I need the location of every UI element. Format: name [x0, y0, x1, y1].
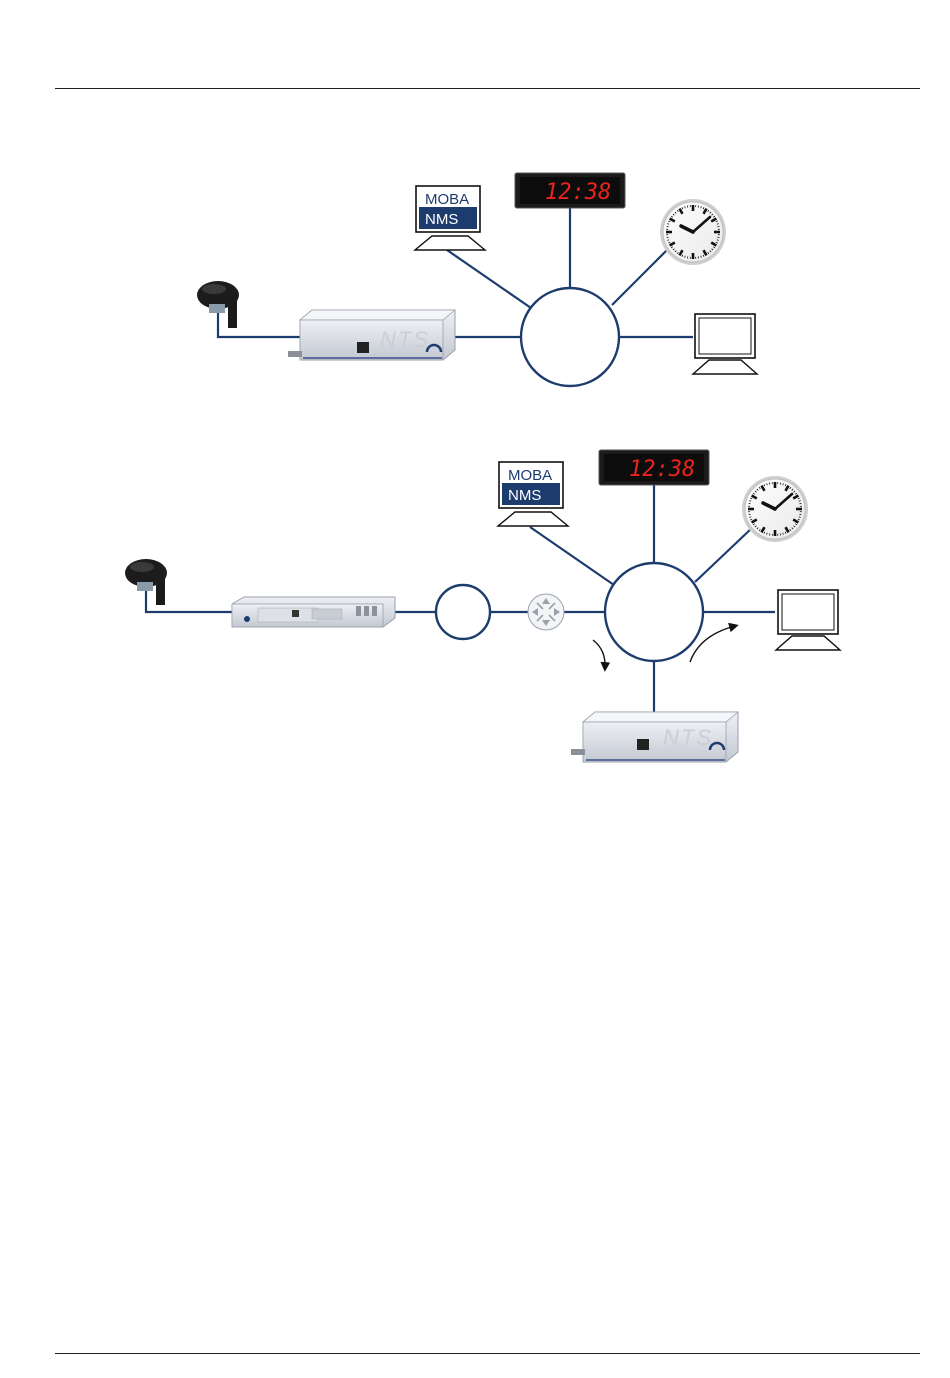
- arrow-down-icon: [593, 640, 605, 668]
- nts-device-2: NTS: [571, 712, 738, 762]
- digital-clock-time-2: 12:38: [629, 457, 695, 482]
- digital-clock: 12:38: [515, 173, 625, 208]
- moba-label: MOBA: [425, 191, 469, 208]
- pc-monitor: [693, 314, 757, 374]
- moba-link-2: [530, 527, 614, 585]
- analog-clock-link-2: [695, 527, 753, 582]
- nms-label: NMS: [425, 211, 458, 228]
- rack-time-server: [232, 597, 395, 627]
- network-hub-2: [605, 563, 703, 661]
- analog-clock-2: [742, 476, 808, 542]
- analog-clock: [660, 199, 726, 265]
- moba-link: [447, 250, 531, 308]
- network-hub: [521, 288, 619, 386]
- nts-label-2: NTS: [663, 725, 713, 750]
- moba-label-2: MOBA: [508, 467, 552, 484]
- digital-clock-time: 12:38: [545, 180, 611, 205]
- digital-clock-2: 12:38: [599, 450, 709, 485]
- diagram-2: MOBA NMS 12:38: [125, 450, 840, 762]
- moba-nms-monitor: MOBA NMS: [415, 186, 485, 250]
- nts-label: NTS: [380, 327, 430, 352]
- nts-device: NTS: [288, 310, 455, 360]
- diagram-1: NTS MOBA NMS 12:38: [197, 173, 757, 386]
- analog-clock-link: [612, 250, 667, 305]
- pc-monitor-2: [776, 590, 840, 650]
- router-icon: [528, 594, 564, 630]
- moba-nms-monitor-2: MOBA NMS: [498, 462, 568, 526]
- nms-label-2: NMS: [508, 487, 541, 504]
- network-circle: [436, 585, 490, 639]
